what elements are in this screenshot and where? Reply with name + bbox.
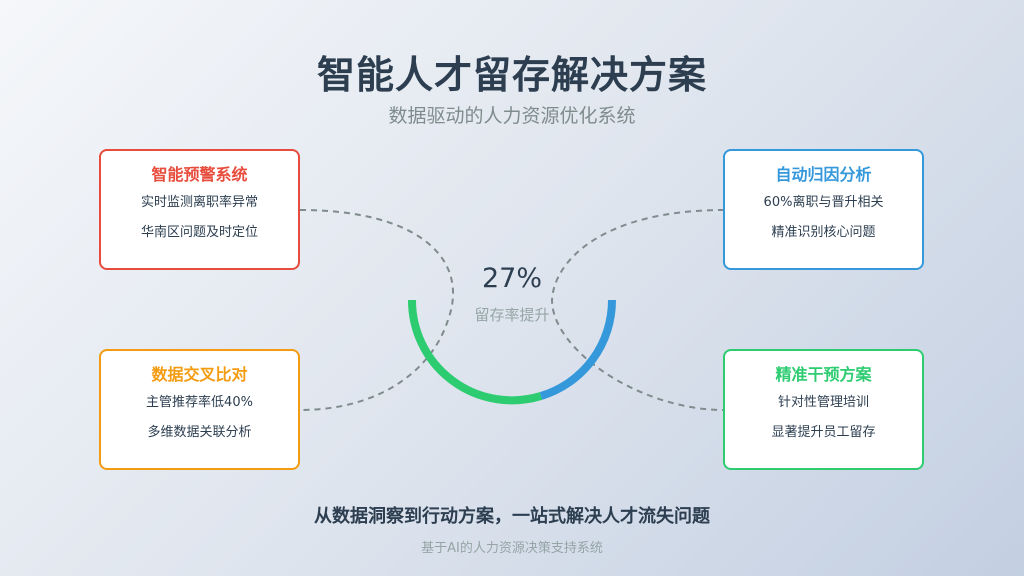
connector-left [299, 209, 454, 411]
card-line: 精准识别核心问题 [771, 225, 876, 240]
gauge-arc-blue [539, 299, 617, 400]
card-line: 显著提升员工留存 [771, 425, 876, 440]
page-subtitle: 数据驱动的人力资源优化系统 [388, 105, 636, 127]
card-line: 多维数据关联分析 [147, 425, 252, 440]
connector-right [550, 209, 725, 411]
gauge-arc-green [407, 299, 543, 405]
card-auto-attribution: 自动归因分析 60%离职与晋升相关 精准识别核心问题 [723, 149, 924, 270]
card-line: 华南区问题及时定位 [140, 225, 258, 240]
card-title: 自动归因分析 [775, 165, 872, 184]
card-data-crosscheck: 数据交叉比对 主管推荐率低40% 多维数据关联分析 [99, 349, 300, 470]
retention-value: 27% [481, 263, 542, 294]
footer-note: 基于AI的人力资源决策支持系统 [421, 541, 603, 556]
card-title: 智能预警系统 [151, 165, 248, 184]
retention-label: 留存率提升 [474, 306, 550, 324]
card-title: 精准干预方案 [775, 365, 872, 384]
card-line: 实时监测离职率异常 [140, 195, 258, 210]
card-line: 针对性管理培训 [777, 395, 869, 410]
tagline: 从数据洞察到行动方案，一站式解决人才流失问题 [314, 506, 710, 527]
card-title: 数据交叉比对 [151, 365, 248, 384]
card-precise-intervention: 精准干预方案 针对性管理培训 显著提升员工留存 [723, 349, 924, 470]
card-line: 60%离职与晋升相关 [763, 195, 884, 210]
page-title: 智能人才留存解决方案 [316, 53, 707, 97]
card-smart-alert: 智能预警系统 实时监测离职率异常 华南区问题及时定位 [99, 149, 300, 270]
card-line: 主管推荐率低40% [146, 395, 253, 410]
